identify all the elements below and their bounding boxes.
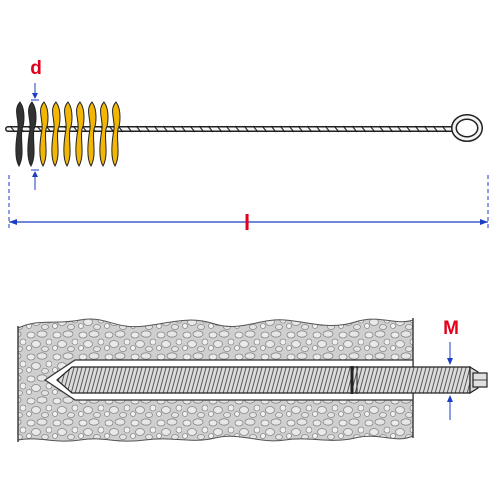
thread-label: M	[443, 318, 459, 339]
wire-twist	[333, 125, 340, 133]
bristle-tuft	[87, 101, 97, 167]
bristle-tuft	[15, 101, 25, 167]
wire-twist	[324, 125, 331, 133]
wire-twist	[441, 125, 448, 133]
threaded-rod	[56, 366, 471, 394]
wire-twist	[414, 125, 421, 133]
wire-twist	[279, 125, 286, 133]
wire-twist	[234, 125, 241, 133]
wire-twist	[171, 125, 178, 133]
wire-twist	[423, 125, 430, 133]
diameter-label: d	[30, 58, 42, 79]
wire-twist	[216, 125, 223, 133]
wire-twist	[207, 125, 214, 133]
wire-twist	[162, 125, 169, 133]
bristle-tuft	[99, 101, 109, 167]
wire-twist	[243, 125, 250, 133]
wire-twist	[135, 125, 142, 133]
cleaning-brush: d l	[5, 58, 489, 235]
wire-twist	[405, 125, 412, 133]
wire-twist	[369, 125, 376, 133]
brush-bristles	[15, 101, 121, 167]
thread-dimension: M	[443, 318, 459, 420]
bristle-tuft	[75, 101, 85, 167]
wire-twist	[432, 125, 439, 133]
wire-twist	[9, 125, 16, 133]
wire-twist	[198, 125, 205, 133]
wire-twist	[288, 125, 295, 133]
wire-twist	[252, 125, 259, 133]
wire-twist	[126, 125, 133, 133]
wire-twist	[351, 125, 358, 133]
length-label: l	[244, 210, 250, 235]
wire-twist	[387, 125, 394, 133]
wire-twist	[297, 125, 304, 133]
bristle-tuft	[111, 101, 121, 167]
anchor-in-masonry: M	[17, 318, 488, 442]
bristle-tuft	[27, 101, 37, 167]
wire-twist	[315, 125, 322, 133]
length-dimension: l	[8, 175, 489, 235]
wire-twist	[342, 125, 349, 133]
wire-twist	[378, 125, 385, 133]
wire-twist	[225, 125, 232, 133]
wire-twist	[189, 125, 196, 133]
wire-twist	[270, 125, 277, 133]
bristle-tuft	[39, 101, 49, 167]
bristle-tuft	[51, 101, 61, 167]
wire-twist	[144, 125, 151, 133]
wire-twist	[396, 125, 403, 133]
bristle-tuft	[63, 101, 73, 167]
wire-twist	[306, 125, 313, 133]
diameter-dimension: d	[30, 58, 42, 190]
wire-twist	[180, 125, 187, 133]
wire-twist	[360, 125, 367, 133]
wire-twist	[261, 125, 268, 133]
wire-twist	[153, 125, 160, 133]
